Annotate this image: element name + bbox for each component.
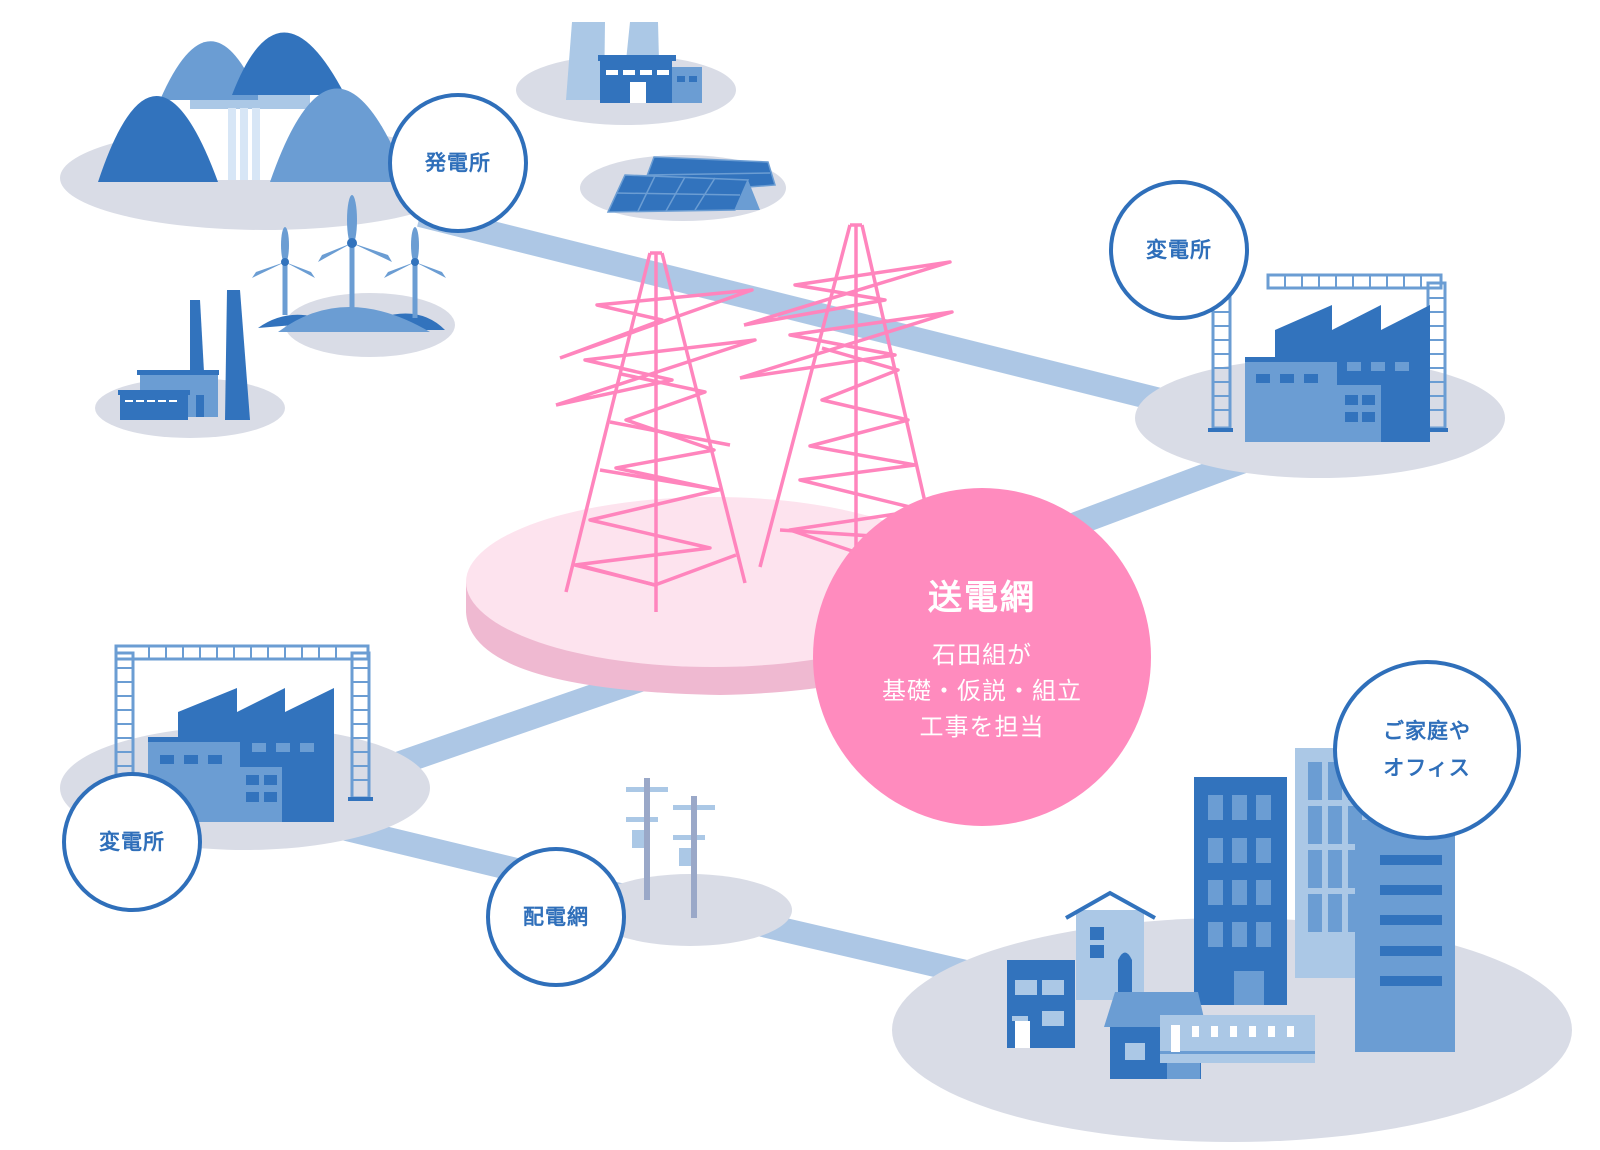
transmission-network-title: 送電網 xyxy=(928,577,1036,618)
homes-offices-label-line-2: オフィス xyxy=(1383,756,1471,780)
wind-turbine-icon xyxy=(252,195,455,357)
homes-offices-label: ご家庭や オフィス xyxy=(1333,660,1521,840)
substation-lower-label-text: 変電所 xyxy=(99,829,165,854)
distribution-network-label-text: 配電網 xyxy=(523,904,589,929)
substation-upper-label: 変電所 xyxy=(1109,180,1249,320)
homes-offices-label-line-1: ご家庭や xyxy=(1383,719,1471,744)
utility-pole-icon xyxy=(588,778,792,946)
thermal-plant-icon xyxy=(95,290,285,438)
description-line-2: 基礎・仮説・組立 xyxy=(882,676,1082,705)
substation-upper-label-text: 変電所 xyxy=(1146,237,1212,262)
substation-upper-icon xyxy=(1135,273,1505,478)
distribution-network-label: 配電網 xyxy=(486,847,626,987)
city-buildings-icon xyxy=(892,748,1572,1142)
description-line-3: 工事を担当 xyxy=(919,712,1045,741)
hydro-dam-icon xyxy=(60,32,470,230)
solar-panel-icon xyxy=(580,155,786,221)
transmission-tower-icon xyxy=(555,223,954,612)
transmission-network-label: 送電網 石田組が 基礎・仮説・組立 工事を担当 xyxy=(813,488,1151,826)
power-plant-label-text: 発電所 xyxy=(425,150,491,175)
road-grid-to-substation xyxy=(376,668,644,782)
nuclear-plant-icon xyxy=(516,22,736,125)
substation-lower-label: 変電所 xyxy=(62,772,202,912)
description-line-1: 石田組が xyxy=(932,640,1032,669)
power-plant-label: 発電所 xyxy=(388,93,528,233)
